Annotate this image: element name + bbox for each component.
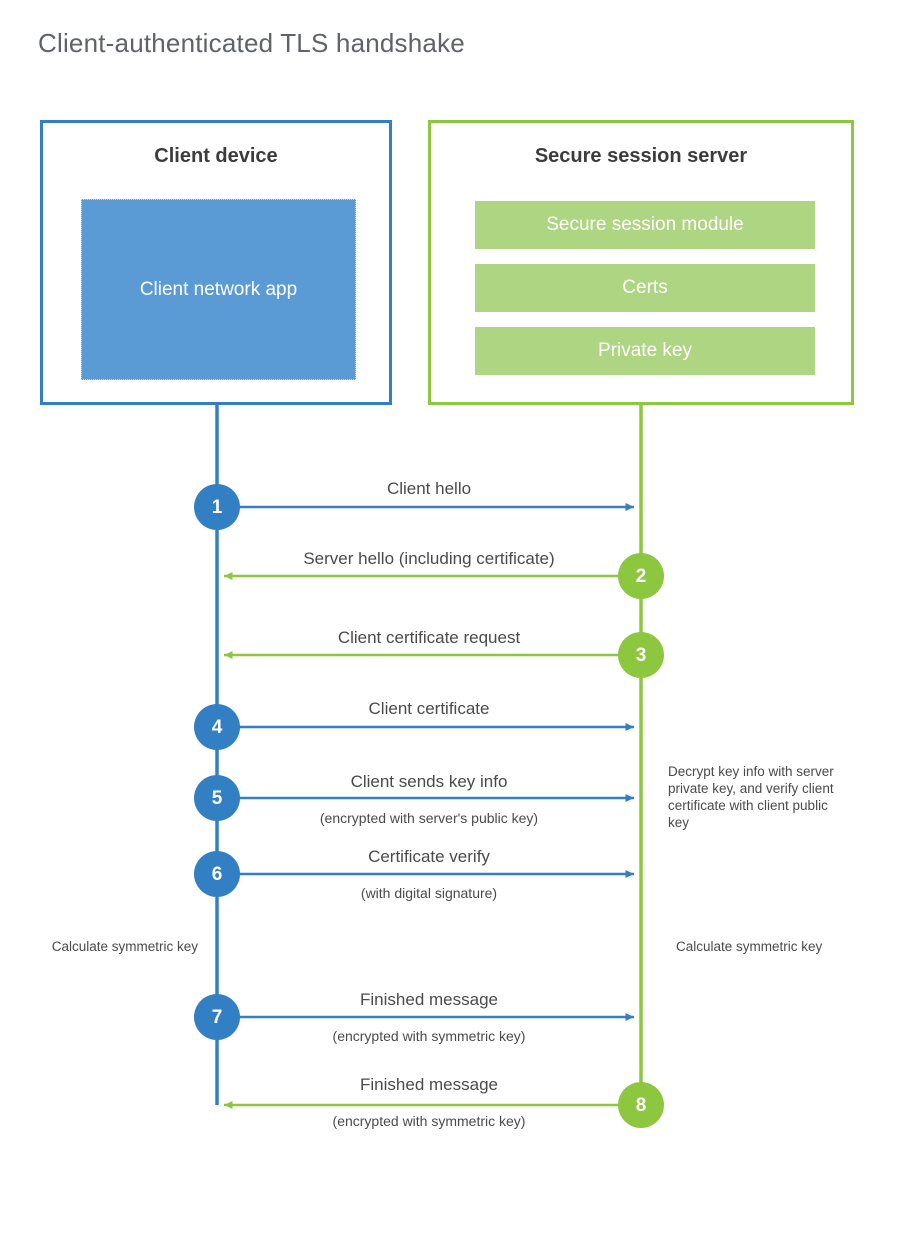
server-calculate-symmetric-key-note: Calculate symmetric key — [676, 939, 823, 954]
step-circle-7 — [194, 994, 240, 1040]
step-circle-5 — [194, 775, 240, 821]
step-label-5: Client sends key info — [350, 772, 508, 791]
step-label-8: Finished message — [360, 1075, 498, 1094]
client-device-box: Client device Client network app — [40, 120, 392, 405]
step-label-4: Client certificate — [368, 699, 490, 718]
step-label-1: Client hello — [386, 479, 472, 498]
server-decrypt-note: Decrypt key info with server private key… — [668, 764, 834, 830]
step-circle-4 — [194, 704, 240, 750]
step-circle-1 — [194, 484, 240, 530]
client-network-app-label: Client network app — [139, 278, 298, 300]
step-sublabel-8: (encrypted with symmetric key) — [332, 1113, 526, 1129]
step-circle-3 — [618, 632, 664, 678]
step-label-2: Server hello (including certificate) — [303, 549, 555, 568]
server-component-certs: Certs — [475, 264, 815, 312]
step-sublabel-7: (encrypted with symmetric key) — [332, 1028, 526, 1044]
client-calculate-symmetric-key-note: Calculate symmetric key — [51, 939, 198, 954]
step-circle-2 — [618, 553, 664, 599]
page-title: Client-authenticated TLS handshake — [38, 28, 465, 58]
step-label-7: Finished message — [360, 990, 498, 1009]
step-label-3: Client certificate request — [337, 628, 521, 647]
step-sublabel-5: (encrypted with server's public key) — [319, 810, 539, 826]
step-label-6: Certificate verify — [368, 847, 490, 866]
step-circle-8 — [618, 1082, 664, 1128]
step-circle-6 — [194, 851, 240, 897]
secure-session-server-title: Secure session server — [534, 145, 748, 167]
server-component-private-key: Private key — [475, 327, 815, 375]
server-component-secure-session-module: Secure session module — [475, 201, 815, 249]
client-network-app-block: Client network app — [81, 199, 356, 380]
secure-session-server-box: Secure session server Secure session mod… — [428, 120, 854, 405]
client-device-title: Client device — [154, 145, 278, 167]
step-sublabel-6: (with digital signature) — [360, 885, 498, 901]
